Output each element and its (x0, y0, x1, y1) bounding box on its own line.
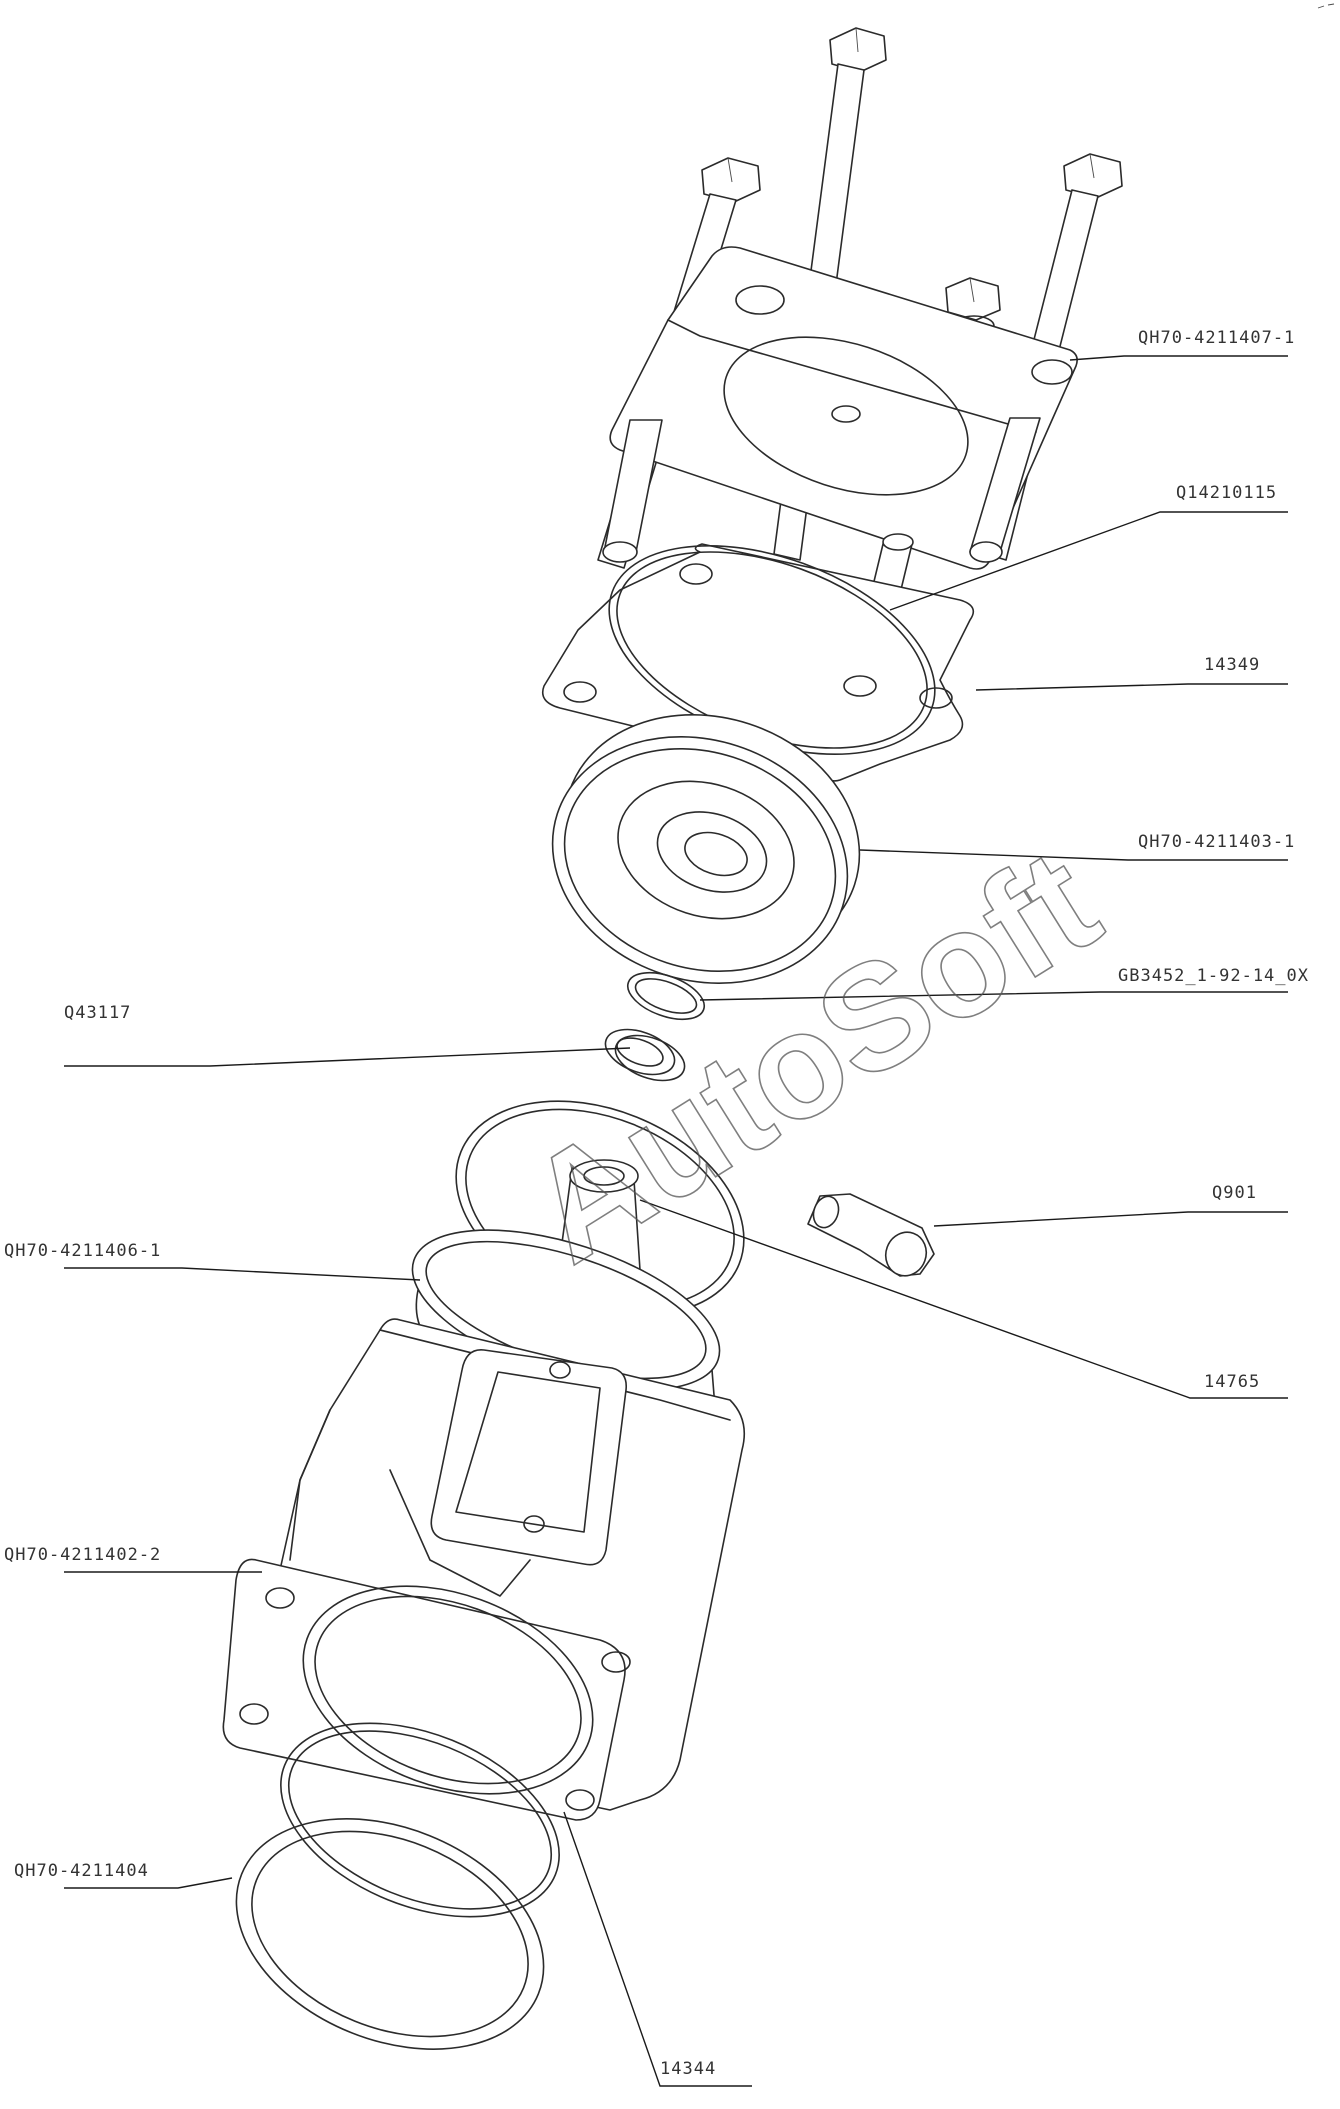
label-bottom-seal: 14344 (660, 2059, 716, 2079)
fitting (807, 1193, 935, 1277)
corner-mark (1317, 3, 1335, 9)
leader-gasket (975, 683, 1288, 691)
leader-bottom-ring (64, 1877, 233, 1889)
valve-body (222, 1318, 746, 1821)
label-body: QH70-4211402-2 (4, 1545, 161, 1565)
leader-snap-ring (64, 1047, 631, 1067)
top-cover-plate (609, 246, 1078, 570)
label-rod: 14765 (1204, 1372, 1260, 1392)
label-fitting: Q901 (1212, 1183, 1257, 1203)
label-bottom-ring: QH70-4211404 (14, 1861, 149, 1881)
bottom-seal-ring (280, 1722, 560, 1918)
leader-rod (639, 1199, 1288, 1399)
label-o-ring: GB3452_1-92-14_0X (1118, 966, 1309, 986)
leader-o-ring (699, 991, 1288, 1001)
label-top-cover: QH70-4211407-1 (1138, 328, 1295, 348)
leader-lines (64, 355, 1288, 2087)
part-labels: QH70-4211407-1 Q14210115 14349 QH70-4211… (4, 328, 1309, 2079)
leader-piston (859, 849, 1288, 861)
label-gasket: 14349 (1204, 655, 1260, 675)
label-piston: QH70-4211403-1 (1138, 832, 1295, 852)
piston-disc (551, 714, 861, 984)
leader-bottom-seal (563, 1811, 752, 2087)
label-pin: Q14210115 (1176, 483, 1277, 503)
snap-ring (604, 1028, 686, 1082)
leader-fitting (933, 1211, 1288, 1227)
label-sleeve: QH70-4211406-1 (4, 1241, 161, 1261)
leader-pin (889, 511, 1288, 611)
leader-sleeve (64, 1267, 421, 1281)
o-ring-small (626, 971, 706, 1021)
label-snap-ring: Q43117 (64, 1003, 131, 1023)
leader-top-cover (1069, 355, 1288, 361)
bottom-flat-ring (235, 1818, 545, 2050)
